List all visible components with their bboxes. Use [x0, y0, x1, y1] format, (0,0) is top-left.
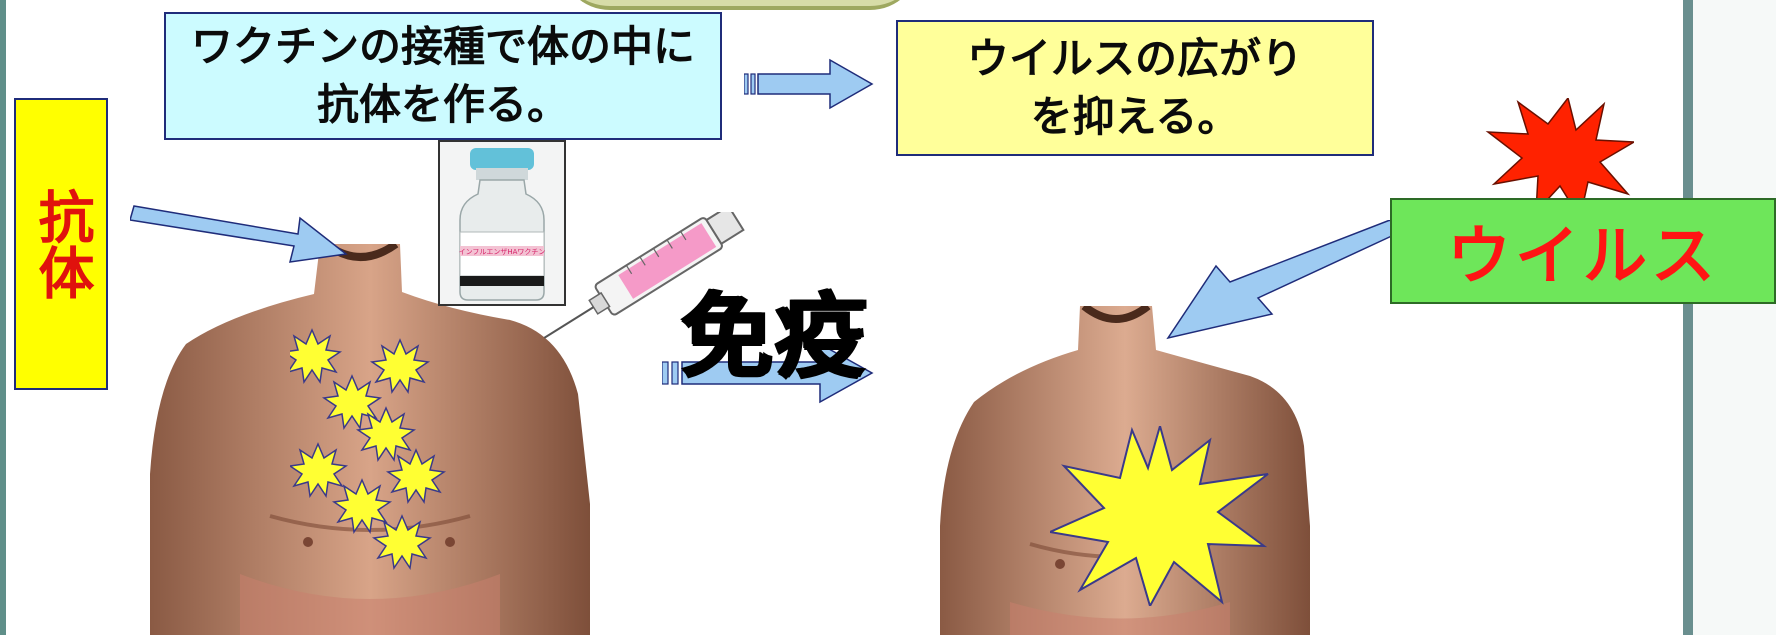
virus-label-box: ウイルス: [1390, 198, 1776, 304]
vaccine-explanation-line2: 抗体を作る。: [316, 80, 569, 129]
top-decoration: [560, 0, 920, 10]
syringe-icon: [543, 212, 745, 339]
antibody-label: 抗体: [29, 188, 94, 300]
antibody-burst-icon: [290, 443, 347, 497]
vaccine-explanation-box: ワクチンの接種で体の中に 抗体を作る。: [164, 12, 722, 140]
vaccine-explanation-line1: ワクチンの接種で体の中に: [190, 22, 695, 71]
vaccine-vial-icon: インフルエンザHAワクチン: [459, 148, 546, 301]
virus-burst-icon: [1485, 98, 1634, 218]
antibody-burst-icon: [387, 449, 445, 503]
arrow-vaccine-to-effect: [744, 58, 874, 110]
effect-explanation-box: ウイルスの広がり を抑える。: [896, 20, 1374, 156]
arrow-immunity: [662, 342, 874, 404]
antibody-burst-group: [290, 329, 445, 569]
virus-label: ウイルス: [1447, 220, 1719, 294]
right-margin: [1693, 0, 1776, 635]
arrow-virus-to-body: [1166, 220, 1397, 340]
antibody-burst-icon: [1050, 426, 1269, 606]
immunity-label: 免疫: [680, 283, 869, 390]
vial-label: インフルエンザHAワクチン: [459, 248, 546, 256]
antibody-burst-icon: [371, 339, 429, 393]
antibody-burst-icon: [290, 329, 341, 383]
right-border: [1683, 0, 1693, 635]
vaccine-vial-image: インフルエンザHAワクチン: [438, 140, 566, 306]
left-border: [0, 0, 6, 635]
antibody-label-box: 抗体: [14, 98, 108, 390]
effect-explanation-line1: ウイルスの広がり: [966, 34, 1303, 83]
antibody-burst-icon: [373, 515, 431, 569]
antibody-burst-icon: [333, 479, 391, 533]
effect-explanation-line2: を抑える。: [1030, 92, 1240, 141]
antibody-burst-large: [1050, 426, 1269, 606]
arrow-antibody-to-body: [130, 205, 348, 263]
